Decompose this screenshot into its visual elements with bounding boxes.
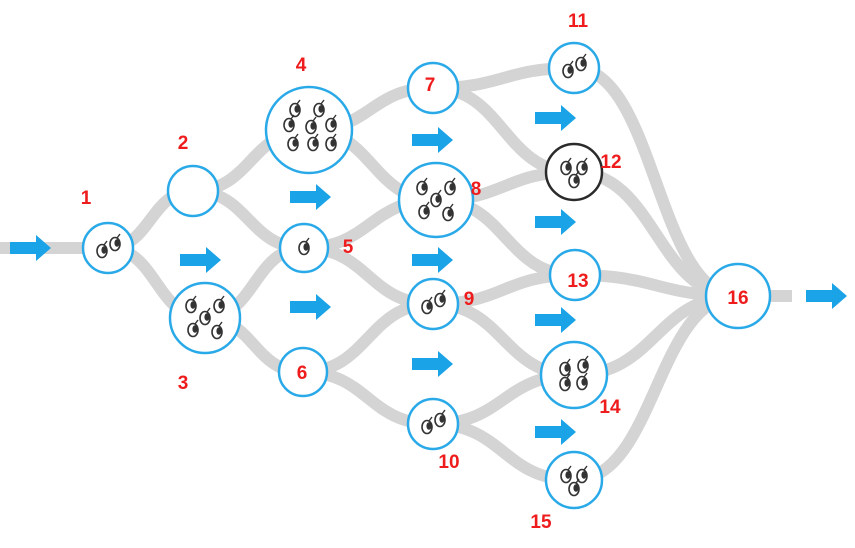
node-11	[547, 41, 601, 95]
node-circle	[406, 277, 460, 331]
animal-icon	[442, 203, 454, 222]
node-label-9: 9	[464, 289, 475, 310]
flow-arrow-layer	[10, 105, 847, 445]
node-label-11: 11	[568, 11, 589, 32]
node-circle	[544, 142, 604, 202]
animal-icon	[559, 358, 571, 377]
animal-icon	[325, 114, 337, 133]
node-12	[544, 142, 604, 202]
animal-icon	[560, 157, 572, 176]
arrow-right-icon	[535, 307, 576, 333]
animal-icon	[313, 99, 325, 118]
animal-icon	[576, 157, 588, 176]
node-8	[397, 161, 475, 239]
node-3	[168, 281, 242, 355]
node-label-12: 12	[600, 152, 621, 173]
arrow-right-icon	[535, 209, 576, 235]
animal-icon	[287, 133, 299, 152]
node-label-2: 2	[178, 133, 189, 154]
animal-icon	[109, 233, 121, 252]
arrow-right-icon	[535, 105, 576, 131]
animal-icon	[187, 319, 199, 338]
animal-icon	[576, 372, 588, 391]
node-9	[406, 277, 460, 331]
arrow-right-icon	[290, 184, 331, 210]
node-circle	[277, 346, 329, 398]
arrow-right-icon	[412, 127, 453, 153]
animal-icon	[568, 170, 580, 189]
animal-icon	[434, 289, 446, 308]
animal-icon	[305, 116, 317, 135]
arrow-right-icon	[412, 351, 453, 377]
node-16	[704, 262, 772, 330]
animal-icon	[213, 295, 225, 314]
node-6	[277, 346, 329, 398]
animal-icon	[421, 416, 433, 435]
node-circle	[539, 340, 609, 410]
node-label-5: 5	[343, 237, 354, 258]
animal-icon	[416, 177, 428, 196]
animal-icon	[289, 99, 301, 118]
animal-icon	[298, 237, 310, 256]
animal-icon	[283, 114, 295, 133]
animal-icon	[575, 53, 587, 72]
node-label-4: 4	[296, 55, 307, 76]
animal-icon	[560, 465, 572, 484]
node-label-3: 3	[178, 373, 189, 394]
animal-icon	[307, 133, 319, 152]
node-layer	[81, 41, 772, 510]
animal-icon	[576, 465, 588, 484]
animal-icon	[559, 373, 571, 392]
node-circle	[406, 61, 460, 115]
arrow-right-icon	[10, 235, 51, 261]
node-5	[278, 222, 330, 274]
node-circle	[704, 262, 772, 330]
node-label-13: 13	[567, 271, 588, 292]
node-label-14: 14	[599, 397, 621, 418]
node-label-6: 6	[297, 363, 308, 384]
arrow-right-icon	[180, 247, 221, 273]
arrow-right-icon	[290, 294, 331, 320]
arrow-right-icon	[412, 247, 453, 273]
node-label-1: 1	[81, 188, 92, 209]
node-4	[264, 85, 354, 175]
animal-icon	[96, 240, 108, 259]
node-7	[406, 61, 460, 115]
node-label-7: 7	[425, 75, 436, 96]
node-2	[166, 164, 220, 218]
node-label-16: 16	[727, 288, 748, 309]
node-circle	[81, 221, 135, 275]
node-label-10: 10	[438, 452, 459, 473]
animal-icon	[421, 296, 433, 315]
animal-icon	[211, 321, 223, 340]
animal-icon	[185, 295, 197, 314]
node-circle	[544, 450, 604, 510]
animal-icon	[444, 177, 456, 196]
node-label-8: 8	[471, 179, 482, 200]
animal-icon	[568, 478, 580, 497]
node-1	[81, 221, 135, 275]
path-layer	[0, 62, 792, 486]
arrow-right-icon	[535, 419, 576, 445]
node-circle	[548, 248, 602, 302]
animal-icon	[430, 189, 442, 208]
node-circle	[166, 164, 220, 218]
animal-icon	[434, 409, 446, 428]
node-13	[548, 248, 602, 302]
node-circle	[406, 397, 460, 451]
animal-icon	[199, 307, 211, 326]
node-15	[544, 450, 604, 510]
animal-icon	[325, 133, 337, 152]
arrow-right-icon	[806, 283, 847, 309]
animal-icon	[418, 201, 430, 220]
node-label-15: 15	[530, 512, 552, 533]
node-14	[539, 340, 609, 410]
animal-icon	[577, 355, 589, 374]
animal-icon	[562, 60, 574, 79]
node-circle	[547, 41, 601, 95]
node-10	[406, 397, 460, 451]
